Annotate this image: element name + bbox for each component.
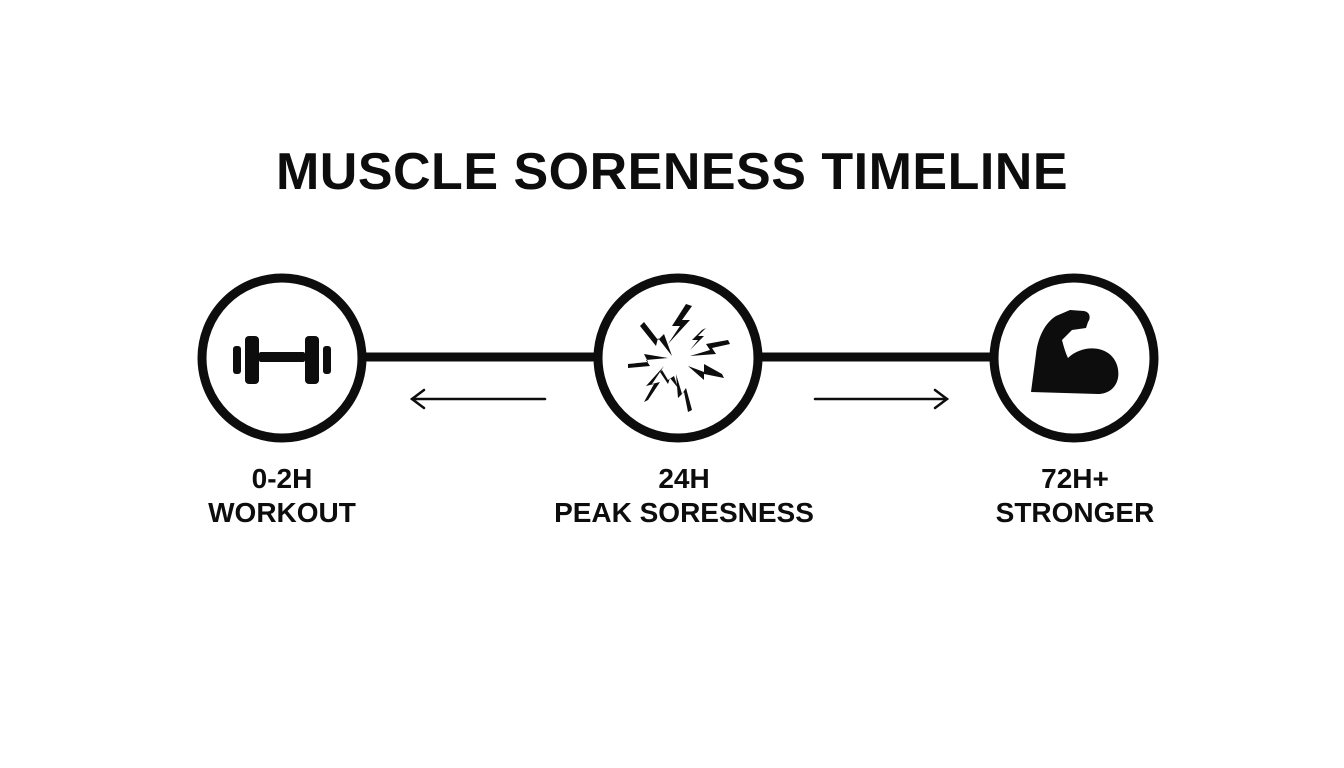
stage-time: 0-2H <box>251 463 313 494</box>
dumbbell-icon <box>233 336 331 384</box>
stage-circle-peak <box>593 273 763 443</box>
stage-circle-stronger <box>989 273 1159 443</box>
stage-circle-workout <box>197 273 367 443</box>
stage-time: 24H <box>658 463 710 494</box>
stage-name: STRONGER <box>995 497 1155 528</box>
lightning-burst-icon <box>628 304 730 412</box>
stage-label-peak: 24H PEAK SORESNESS <box>524 462 844 530</box>
stage-name: PEAK SORESNESS <box>554 497 814 528</box>
right-arrow-icon <box>813 388 950 410</box>
left-arrow-icon <box>409 388 547 410</box>
stage-label-stronger: 72H+ STRONGER <box>915 462 1235 530</box>
stage-time: 72H+ <box>1041 463 1109 494</box>
stage-name: WORKOUT <box>208 497 356 528</box>
stage-label-workout: 0-2H WORKOUT <box>122 462 442 530</box>
flexed-bicep-icon <box>1031 310 1119 394</box>
diagram-title: MUSCLE SORENESS TIMELINE <box>275 143 1069 201</box>
